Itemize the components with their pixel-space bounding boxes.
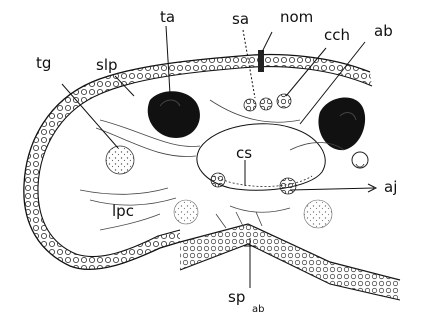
label-cch: cch xyxy=(324,26,350,44)
lower-epithelium xyxy=(180,224,400,300)
label-slp: slp xyxy=(96,56,118,74)
label-sp: sp xyxy=(228,288,245,306)
label-ab: ab xyxy=(374,22,393,40)
label-sp-subscript: ab xyxy=(252,304,264,315)
label-nom: nom xyxy=(280,8,313,26)
label-aj: aj xyxy=(384,178,397,196)
label-sa: sa xyxy=(232,10,249,28)
label-lpc: lpc xyxy=(112,202,134,220)
label-cs: cs xyxy=(236,144,252,162)
central-body xyxy=(197,124,325,194)
dark-bodies xyxy=(148,91,365,150)
label-ta: ta xyxy=(160,8,175,26)
label-tg: tg xyxy=(36,54,51,72)
